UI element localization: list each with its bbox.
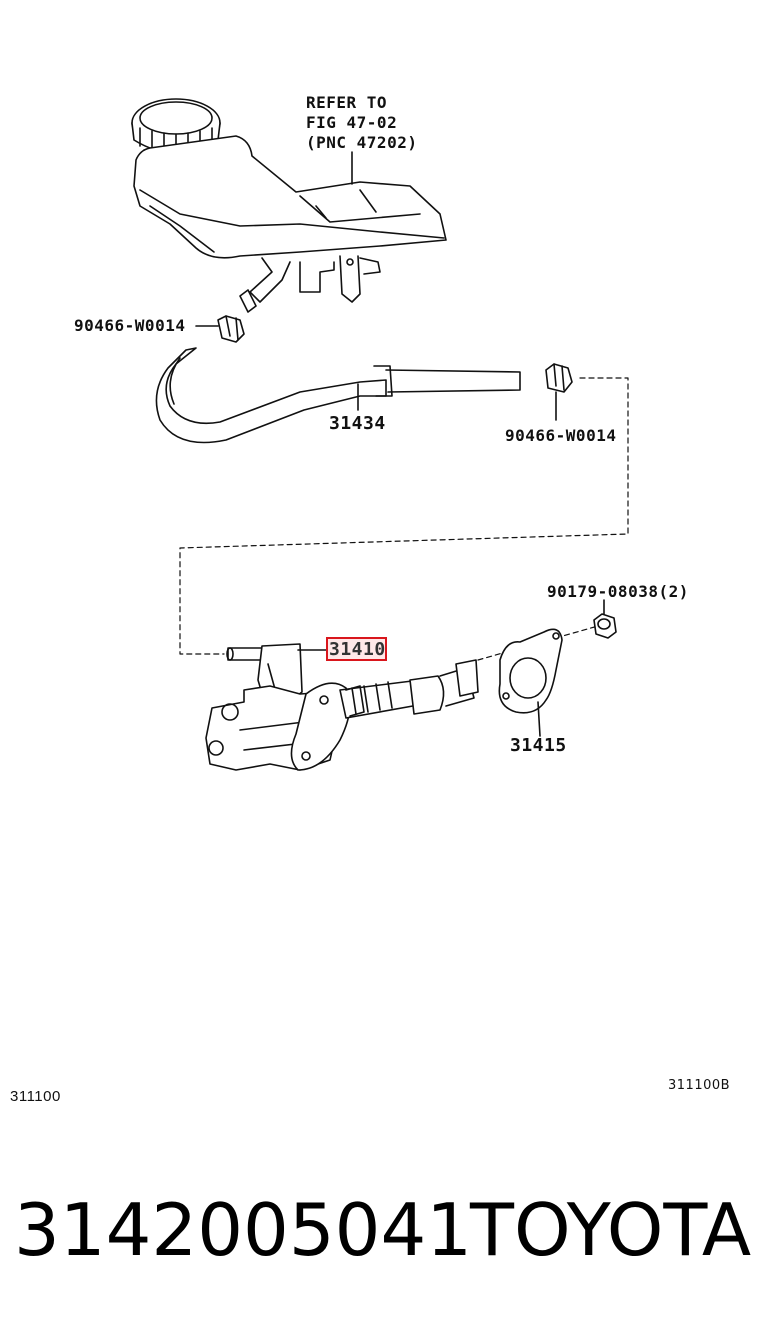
refer-note-line1: REFER TO xyxy=(306,93,388,112)
footer-brand: TOYOTA xyxy=(470,1188,752,1272)
reservoir-tank xyxy=(131,98,447,313)
dashed-route xyxy=(179,377,629,655)
gasket-shape xyxy=(498,628,563,714)
part-label-nut[interactable]: 90179-08038(2) xyxy=(547,582,689,601)
diagram-code-left: 311100 xyxy=(10,1088,61,1105)
refer-note-line3: (PNC 47202) xyxy=(306,133,418,152)
refer-note-line2: FIG 47-02 xyxy=(306,113,398,132)
master-cylinder-shape xyxy=(205,643,479,771)
nut-shape xyxy=(593,613,617,639)
diagram-code-right: 311100B xyxy=(668,1078,731,1093)
part-label-clamp-right[interactable]: 90466-W0014 xyxy=(505,426,617,445)
gasket-leader xyxy=(537,701,541,737)
footer-part-number: 3142005041 xyxy=(14,1188,473,1272)
hose-shape xyxy=(155,347,521,444)
clamp-right-shape xyxy=(545,363,573,393)
part-label-master-cylinder[interactable]: 31410 xyxy=(329,639,386,660)
part-label-clamp-upper-left[interactable]: 90466-W0014 xyxy=(74,316,186,335)
clamp-upper-left-shape xyxy=(217,315,245,343)
part-label-gasket[interactable]: 31415 xyxy=(510,735,567,756)
part-label-hose[interactable]: 31434 xyxy=(329,413,386,434)
gasket-dash xyxy=(477,625,599,661)
highlight-box xyxy=(326,637,387,661)
